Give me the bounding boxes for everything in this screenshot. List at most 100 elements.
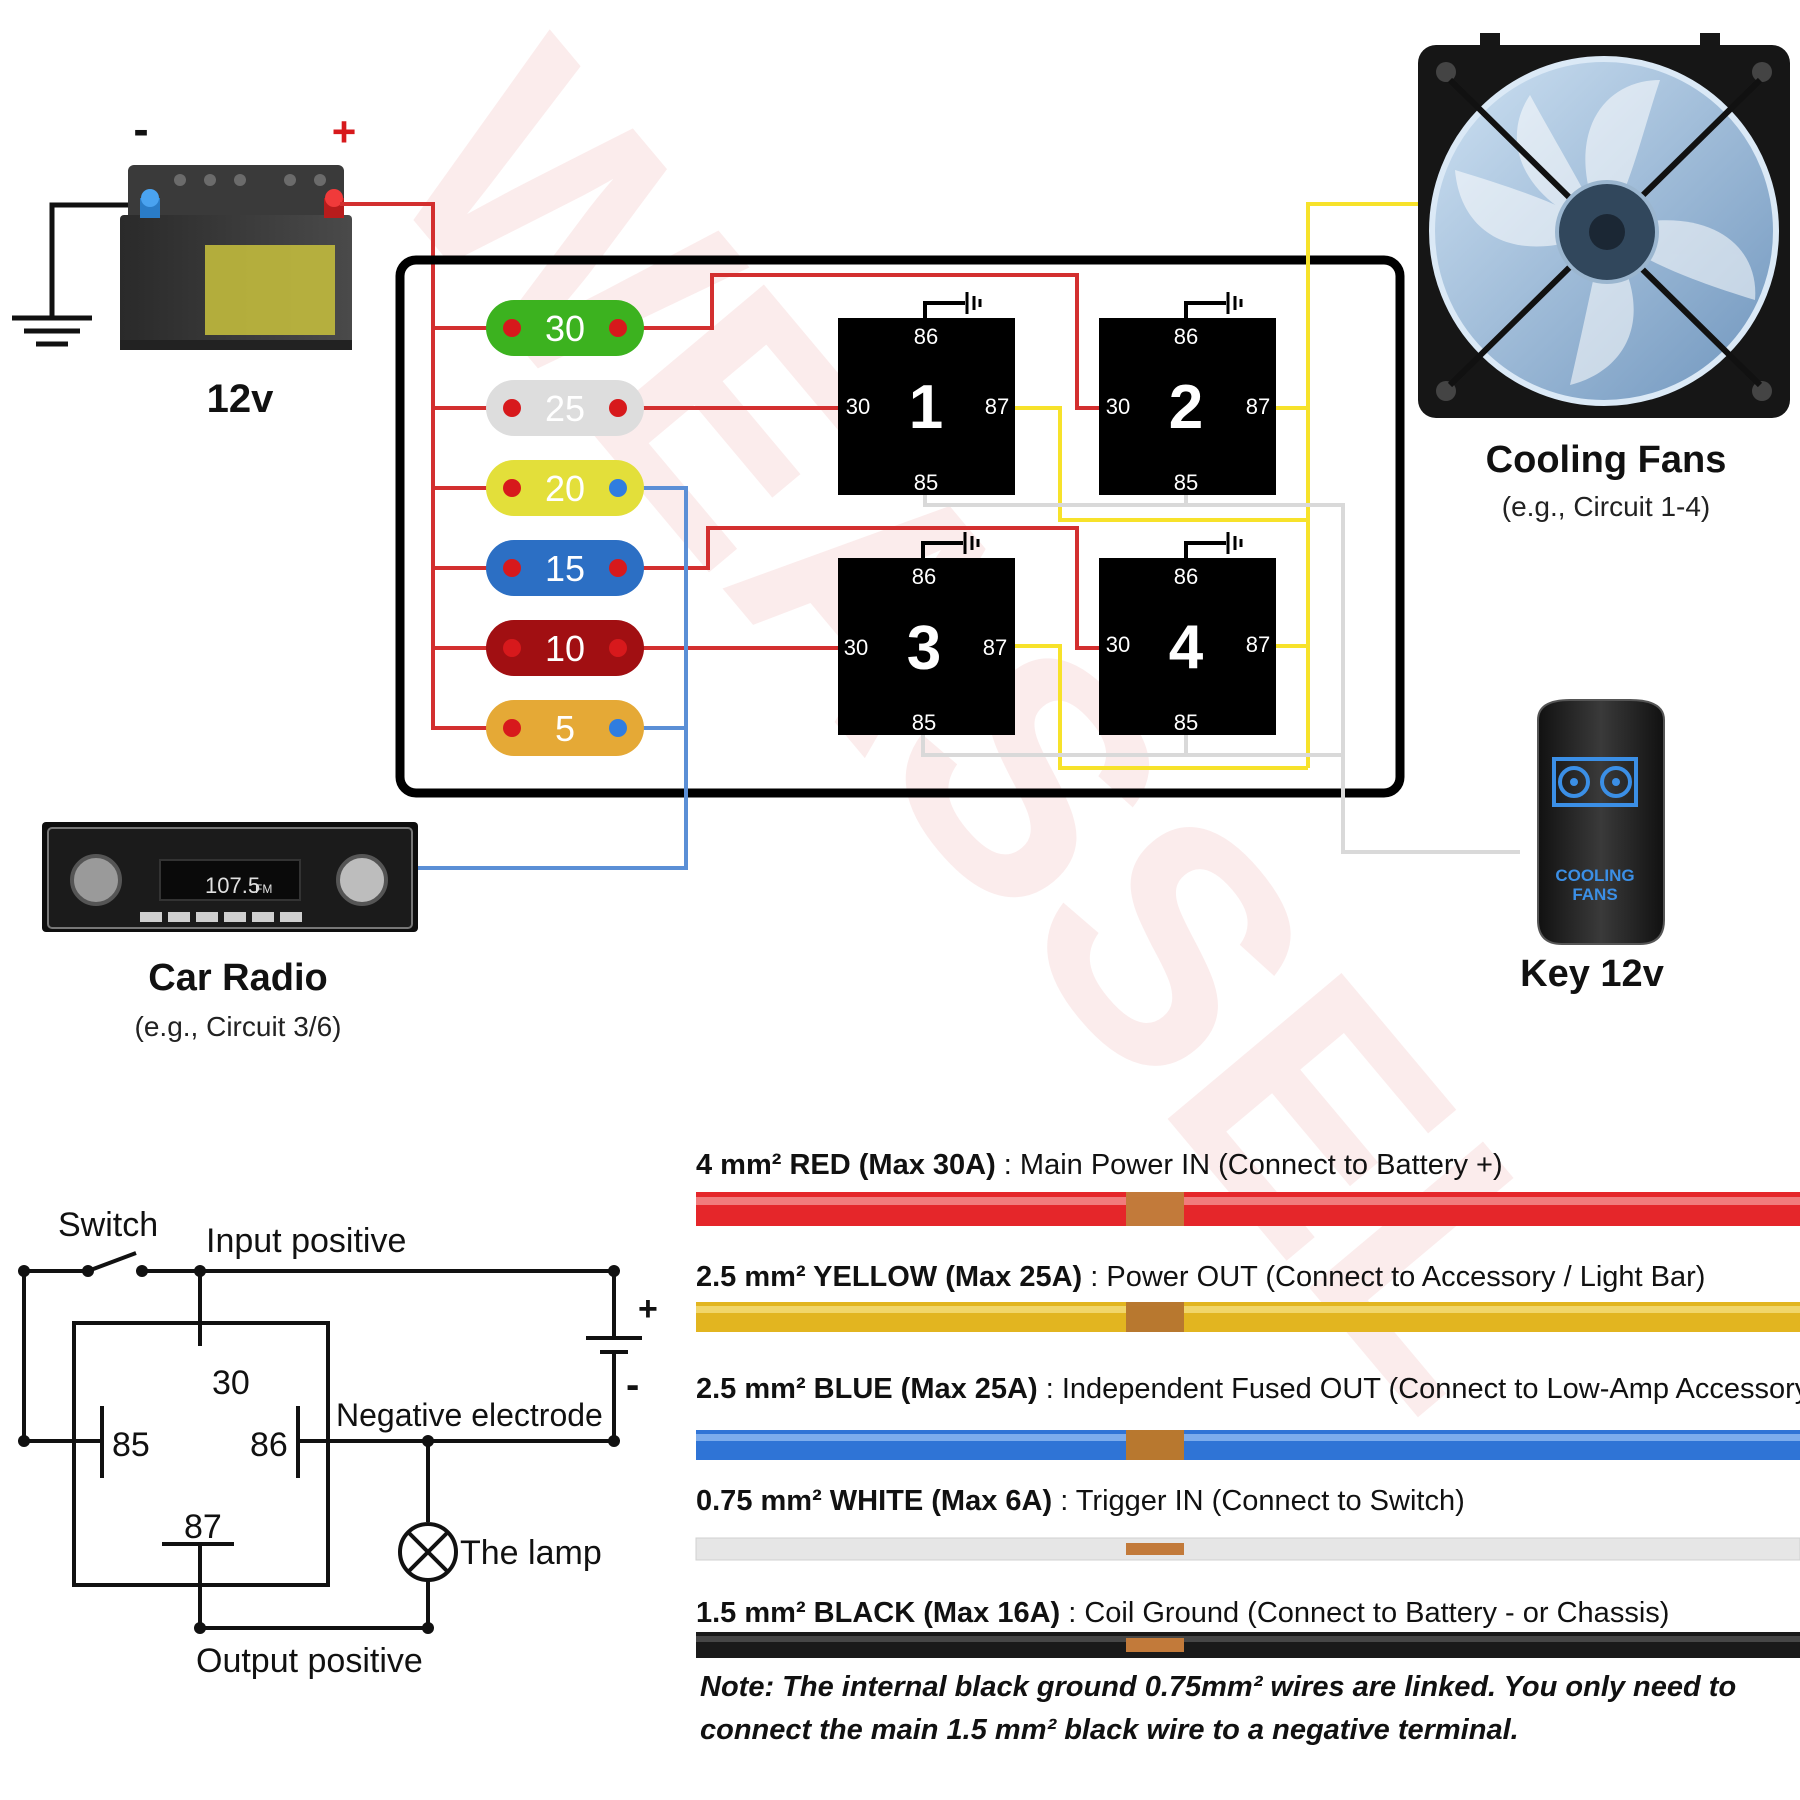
wire-blue: 2.5 mm² BLUE (Max 25A) : Independent Fus… <box>696 1373 1800 1460</box>
fuse-5: 5 <box>486 700 644 756</box>
fuse-body <box>486 540 644 596</box>
relay-pin-30: 30 <box>844 635 868 660</box>
wire-red: 4 mm² RED (Max 30A) : Main Power IN (Con… <box>696 1149 1800 1226</box>
car-radio: 107.5 FM <box>42 822 418 932</box>
wire-spec: 0.75 mm² WHITE (Max 6A) : Trigger IN (Co… <box>696 1485 1465 1517</box>
fuse-dot-left <box>503 399 521 417</box>
relay-pin-30: 30 <box>1106 394 1130 419</box>
relay-pin-87: 87 <box>983 635 1007 660</box>
fuse-30: 30 <box>486 300 644 356</box>
fuse-dot-right <box>609 479 627 497</box>
schematic-plus: + <box>638 1290 658 1328</box>
fuse-15: 15 <box>486 540 644 596</box>
fuse-value: 15 <box>545 548 585 589</box>
relay-pin-85: 85 <box>914 470 938 495</box>
fuse-body <box>486 300 644 356</box>
fan-icon <box>1552 757 1638 807</box>
fuse-value: 30 <box>545 308 585 349</box>
schematic-lamp-label: The lamp <box>460 1534 602 1572</box>
relay-number: 4 <box>1169 613 1204 682</box>
fuse-body <box>486 380 644 436</box>
radio-title: Car Radio <box>148 957 327 999</box>
relay-number: 2 <box>1169 373 1203 442</box>
fuse-value: 20 <box>545 468 585 509</box>
white-trigger-wires <box>921 495 1520 854</box>
battery-negative-terminal <box>140 189 160 218</box>
fuse-dot-left <box>503 479 521 497</box>
relay-pin-86: 86 <box>912 564 936 589</box>
relay-pin-30: 30 <box>846 394 870 419</box>
wire-legend: 4 mm² RED (Max 30A) : Main Power IN (Con… <box>695 1149 1800 1658</box>
switch-line-1: COOLING <box>1555 866 1634 885</box>
fuse-dot-left <box>503 719 521 737</box>
relay-schematic <box>22 1251 642 1630</box>
fuse-dot-right <box>609 319 627 337</box>
copper-joint <box>1126 1192 1184 1226</box>
schematic-minus: - <box>626 1363 639 1407</box>
fuse-dot-right <box>609 719 627 737</box>
schematic-negative-electrode: Negative electrode <box>336 1397 603 1433</box>
relay-pin-30: 30 <box>1106 632 1130 657</box>
fuse-dot-left <box>503 559 521 577</box>
relay-ground-icon <box>965 292 982 314</box>
wire-spec: 2.5 mm² BLUE (Max 25A) : Independent Fus… <box>696 1373 1800 1405</box>
schematic-output-positive: Output positive <box>196 1642 423 1680</box>
fuse-box <box>395 255 1405 798</box>
schematic-pin-85: 85 <box>112 1426 150 1464</box>
relay-2: 86 30 87 85 2 <box>1099 292 1276 495</box>
relay-pin-87: 87 <box>985 394 1009 419</box>
fuse-value: 10 <box>545 628 585 669</box>
radio-display-unit: FM <box>255 882 272 896</box>
cooling-fan-icon <box>1418 33 1790 418</box>
radio-subtitle: (e.g., Circuit 3/6) <box>135 1011 342 1042</box>
fuse-dot-right <box>609 639 627 657</box>
wire-shine <box>696 1434 1800 1441</box>
wire-spec: 4 mm² RED (Max 30A) : Main Power IN (Con… <box>696 1149 1503 1181</box>
fuse-body <box>486 620 644 676</box>
relay-pin-87: 87 <box>1246 394 1270 419</box>
fuse-body <box>486 460 644 516</box>
relay-3: 86 30 87 85 3 <box>838 532 1015 735</box>
ground-symbol <box>12 202 150 347</box>
fuse-10: 10 <box>486 620 644 676</box>
main-power-wire <box>340 202 492 730</box>
relay-ground-icon <box>1226 292 1243 314</box>
fuse-value: 25 <box>545 388 585 429</box>
note-line-1: Note: The internal black ground 0.75mm² … <box>700 1671 1736 1703</box>
fuse-relay-wires <box>640 273 1100 650</box>
wire-shine <box>696 1197 1800 1205</box>
fuse-list: 30 25 20 15 10 <box>486 300 644 756</box>
note-line-2: connect the main 1.5 mm² black wire to a… <box>700 1714 1519 1746</box>
schematic-nodes <box>18 1265 620 1634</box>
copper-joint <box>1126 1543 1184 1555</box>
fuse-body <box>486 700 644 756</box>
wire-shine <box>696 1306 1800 1313</box>
fuse-dot-right <box>609 399 627 417</box>
copper-joint <box>1126 1302 1184 1332</box>
relay-number: 3 <box>907 614 941 683</box>
relay-pin-86: 86 <box>1174 324 1198 349</box>
fuse-25: 25 <box>486 380 644 436</box>
fuse-20: 20 <box>486 460 644 516</box>
relay-number: 1 <box>909 373 943 442</box>
wire-black: 1.5 mm² BLACK (Max 16A) : Coil Ground (C… <box>696 1597 1800 1658</box>
fuse-value: 5 <box>555 708 575 749</box>
fan-subtitle: (e.g., Circuit 1-4) <box>1502 491 1711 522</box>
battery <box>120 165 352 350</box>
battery-minus-sign: - <box>133 103 148 155</box>
relay-ground-icon <box>1226 532 1243 554</box>
relay-pin-87: 87 <box>1246 632 1270 657</box>
wire-spec: 2.5 mm² YELLOW (Max 25A) : Power OUT (Co… <box>696 1261 1705 1293</box>
yellow-output-wires <box>1015 202 1418 770</box>
schematic-switch-label: Switch <box>58 1206 158 1244</box>
wire-spec: 1.5 mm² BLACK (Max 16A) : Coil Ground (C… <box>696 1597 1669 1629</box>
wire-bar <box>696 1632 1800 1658</box>
schematic-pin-87: 87 <box>184 1508 222 1546</box>
relay-ground-icon <box>963 532 980 554</box>
wire-yellow: 2.5 mm² YELLOW (Max 25A) : Power OUT (Co… <box>696 1261 1800 1332</box>
switch-line-2: FANS <box>1572 885 1617 904</box>
wire-bar <box>695 1537 1800 1561</box>
battery-label: 12v <box>207 377 274 421</box>
wire-white: 0.75 mm² WHITE (Max 6A) : Trigger IN (Co… <box>695 1485 1800 1561</box>
